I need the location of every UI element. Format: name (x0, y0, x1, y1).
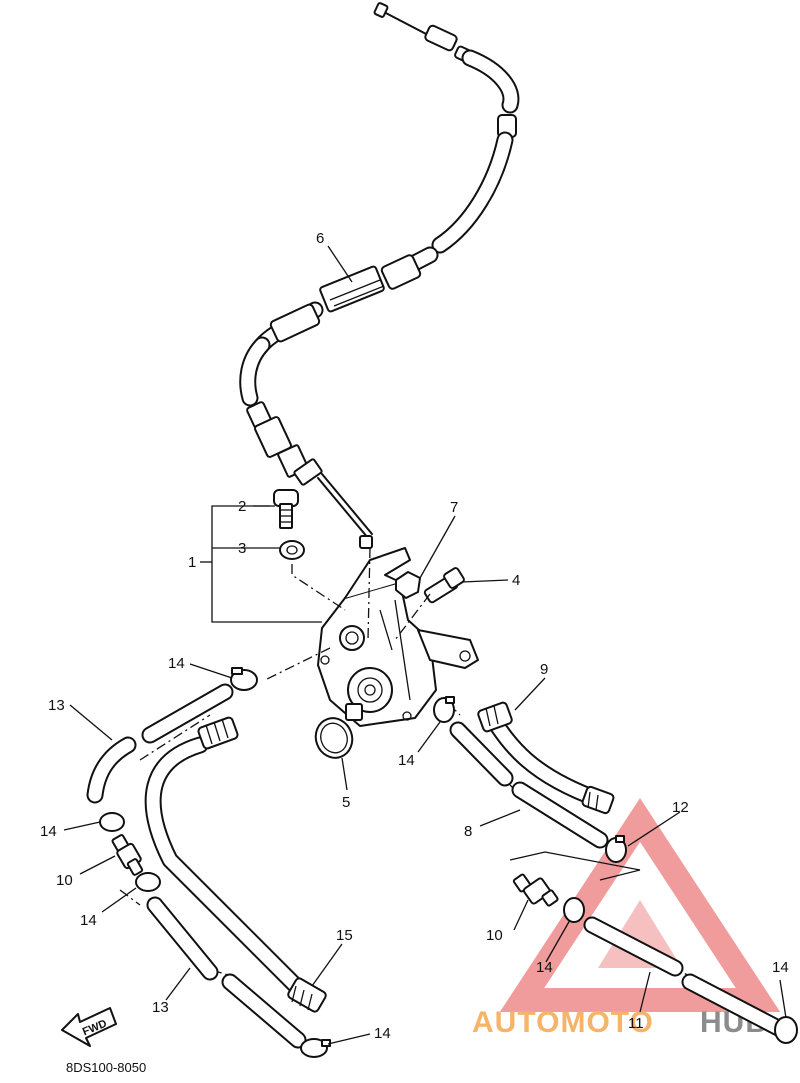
callout-14-bottom-right: 14 (772, 959, 789, 976)
assembly-guide-lines (119, 547, 689, 976)
callout-3: 3 (238, 540, 246, 557)
forward-arrow: FWD (61, 1007, 117, 1047)
clamp-14-top (230, 667, 258, 691)
callout-2: 2 (238, 498, 246, 515)
callout-14-top: 14 (168, 655, 185, 672)
hose-15-long (144, 716, 327, 1013)
clamp-14-bottom-right (774, 1016, 798, 1044)
callout-11: 11 (628, 1015, 644, 1032)
spring-guard-top (197, 716, 239, 750)
callout-6: 6 (316, 230, 324, 247)
callout-8: 8 (464, 823, 472, 840)
watermark-inner-triangle (598, 900, 682, 968)
hose-pump-right (449, 721, 514, 787)
leader-lines (63, 245, 787, 1045)
hose-11 (583, 916, 791, 1039)
callout-13-upper: 13 (48, 697, 65, 714)
callout-1: 1 (188, 554, 196, 571)
o-ring-5 (314, 717, 354, 759)
washer-3 (279, 540, 305, 560)
nut-7 (395, 571, 421, 599)
watermark-text-automoto: AUTOMOTO (472, 1006, 654, 1039)
hose-13-lower (146, 896, 219, 981)
callout-9: 9 (540, 661, 548, 678)
spring-guard-bottom (287, 977, 327, 1013)
bolt-4 (423, 567, 465, 604)
hose-short-left (141, 683, 234, 744)
clamp-14-pump-right (433, 696, 455, 723)
hose-13-upper (86, 736, 137, 804)
spring-guard-9-top (477, 701, 513, 733)
callout-12: 12 (672, 799, 689, 816)
hose-lower-middle (221, 973, 307, 1049)
throttle-cable (239, 2, 520, 549)
callout-5: 5 (342, 794, 350, 811)
callout-14-bottom: 14 (374, 1025, 391, 1042)
hose-9 (477, 701, 615, 815)
clamp-14-right (563, 897, 585, 923)
callout-10-right: 10 (486, 927, 503, 944)
diagram-code: 8DS100-8050 (66, 1060, 146, 1075)
callout-14-right: 14 (536, 959, 553, 976)
callout-13-lower: 13 (152, 999, 169, 1016)
callout-14-pump: 14 (398, 752, 415, 769)
callout-labels: 1 2 3 4 5 6 7 8 9 10 10 11 12 13 13 14 1… (40, 230, 789, 1042)
joint-10-right (512, 873, 559, 907)
clamp-14-bottom (300, 1038, 331, 1058)
callout-14-left-lower: 14 (80, 912, 97, 929)
hose-8 (511, 781, 609, 849)
clamp-14-left-lower (135, 872, 161, 892)
oil-pump-assembly (317, 547, 479, 727)
callout-7: 7 (450, 499, 458, 516)
clamp-14-left-upper (99, 812, 125, 832)
callout-10-left: 10 (56, 872, 73, 889)
spring-guard-9-bottom (581, 785, 615, 815)
bolt-2 (273, 489, 299, 529)
group-bracket (200, 505, 322, 623)
callout-14-left-upper: 14 (40, 823, 57, 840)
joint-10-left (111, 834, 144, 876)
clamp-12 (605, 835, 627, 863)
callout-4: 4 (512, 572, 520, 589)
callout-15: 15 (336, 927, 353, 944)
